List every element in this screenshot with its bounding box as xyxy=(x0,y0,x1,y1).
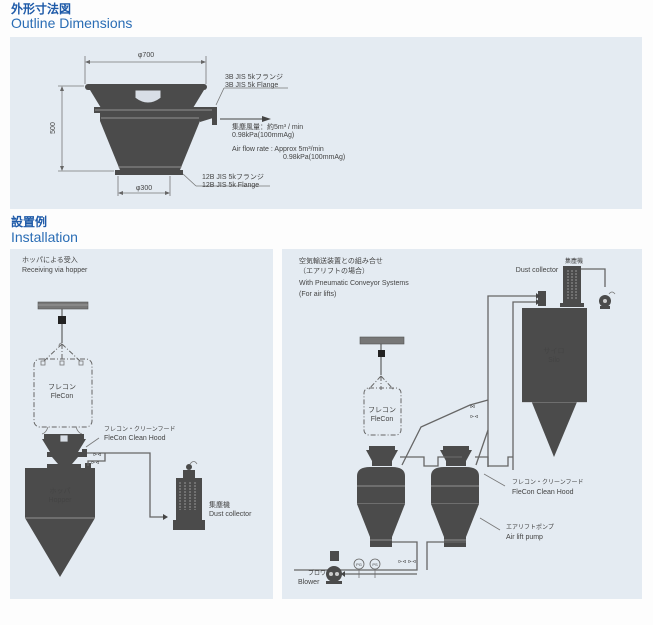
silo xyxy=(522,308,587,457)
left-hood-en: FleCon Clean Hood xyxy=(104,435,166,442)
conveying-line-1 xyxy=(487,295,536,467)
blower-en: Blower xyxy=(298,579,320,586)
pump-jp: エアリフトポンプ xyxy=(506,523,554,531)
svg-text:⊳⊲: ⊳⊲ xyxy=(91,460,99,466)
pump-en: Air lift pump xyxy=(506,534,543,541)
hoist-rail xyxy=(37,301,89,347)
gauge-ps: PS xyxy=(372,562,378,567)
right-heading-jp2: （エアリフトの場合） xyxy=(299,266,369,275)
installation-title-jp: 設置例 xyxy=(11,215,48,229)
blower-jp: ブロワ xyxy=(308,569,326,577)
air-lift-pump-2 xyxy=(431,446,479,547)
right-piping: ⋈ ⊳⊲ ⊳⊲ ⊳⊲ xyxy=(294,399,513,571)
hopper xyxy=(25,463,95,577)
left-hood-jp: フレコン・クリーンフード xyxy=(104,426,176,433)
left-dust-jp: 集塵機 xyxy=(209,500,230,509)
pressure-gauges: PG PS xyxy=(353,558,381,578)
right-hoist-rail xyxy=(359,336,405,375)
dim-bottom: φ300 xyxy=(136,185,152,192)
flange-bottom-en: 12B JIS 5k Flange xyxy=(202,182,259,189)
svg-text:⊳⊲: ⊳⊲ xyxy=(93,452,101,458)
right-heading-jp1: 空気輸送装置との組み合せ xyxy=(299,256,383,265)
hoist-block xyxy=(58,316,66,324)
silo-en: Silo xyxy=(548,357,560,364)
left-dust-collector xyxy=(173,461,205,530)
airflow-jp-pressure: 0.98kPa(100mmAg) xyxy=(232,132,294,139)
clean-hood-outline xyxy=(85,84,217,175)
hopper-jp: ホッパ xyxy=(50,487,71,495)
right-dust-collector xyxy=(538,266,616,309)
flange-top-jp: 3B JIS 5kフランジ xyxy=(225,73,283,81)
right-flecon-jp: フレコン xyxy=(368,406,396,414)
left-heading-jp: ホッパによる受入 xyxy=(22,255,78,264)
right-dust-jp: 集塵機 xyxy=(565,257,583,265)
right-flecon-en: FleCon xyxy=(371,416,394,423)
right-hood-en: FleCon Clean Hood xyxy=(512,489,574,496)
hopper-en: Hopper xyxy=(49,497,73,504)
left-flecon-en: FleCon xyxy=(51,393,74,400)
right-heading-en2: (For air lifts) xyxy=(299,291,336,298)
right-dust-en: Dust collector xyxy=(516,267,559,274)
left-clean-hood xyxy=(42,434,87,468)
svg-text:⋈: ⋈ xyxy=(470,404,475,410)
right-flecon-bag xyxy=(363,387,402,436)
gauge-pg: PG xyxy=(356,562,362,567)
blower xyxy=(326,551,417,584)
air-lift-pump-1 xyxy=(357,446,405,547)
installation-title-en: Installation xyxy=(11,229,78,245)
airflow-en: Air flow rate : Approx 5m³/min xyxy=(232,146,324,153)
silo-jp: サイロ xyxy=(544,347,565,355)
left-flecon-jp: フレコン xyxy=(48,383,76,391)
conveying-line-2 xyxy=(512,301,536,470)
dim-height: 500 xyxy=(50,122,57,134)
left-ducts: ⊳⊲ ⊳⊲ xyxy=(87,452,168,520)
right-heading-en1: With Pneumatic Conveyor Systems xyxy=(299,280,409,287)
outline-title-en: Outline Dimensions xyxy=(11,15,133,31)
flecon-bag xyxy=(33,358,93,428)
dimension-lines xyxy=(58,56,288,196)
outline-title-jp: 外形寸法図 xyxy=(11,2,72,16)
right-hood-jp: フレコン・クリーンフード xyxy=(512,479,584,486)
airflow-jp: 集塵風量：約5m³ / min xyxy=(232,122,303,131)
svg-text:⊳⊲ ⊳⊲: ⊳⊲ ⊳⊲ xyxy=(398,559,416,565)
flange-top-en: 3B JIS 5k Flange xyxy=(225,82,278,89)
airflow-en-pressure: 0.98kPa(100mmAg) xyxy=(283,154,345,161)
left-dust-en: Dust collector xyxy=(209,511,252,518)
left-heading-en: Receiving via hopper xyxy=(22,267,88,274)
dim-top: φ700 xyxy=(138,52,154,59)
flange-bottom-jp: 12B JIS 5kフランジ xyxy=(202,173,264,181)
svg-text:⊳⊲: ⊳⊲ xyxy=(470,414,478,420)
